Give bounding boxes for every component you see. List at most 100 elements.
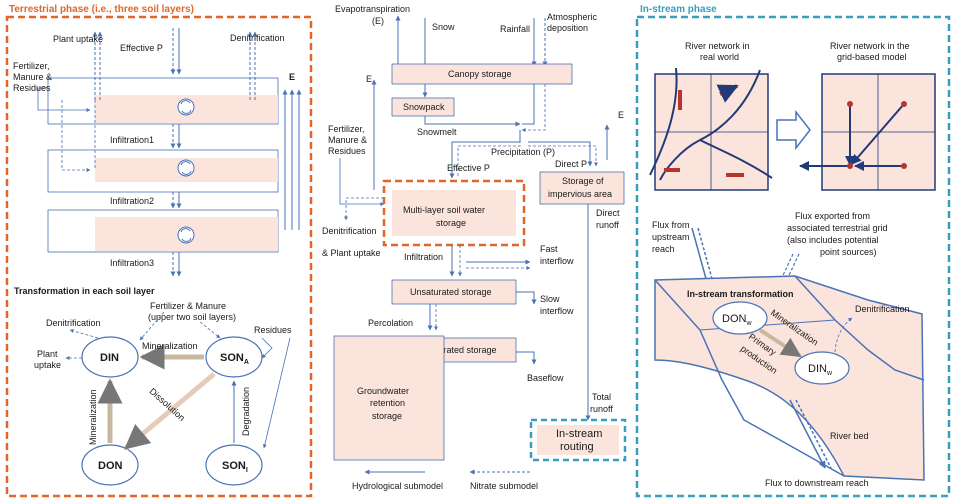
canopy-drip-line [522,84,535,125]
flux-upstream-label-2: upstream [652,232,690,242]
impervious-label-2: impervious area [548,189,612,199]
grid-node [901,101,907,107]
instream-title: In-stream phase [640,4,717,15]
instream-routing-box [537,425,619,455]
flux-exported-arrow [777,253,794,287]
multilayer-label-2: storage [436,218,466,228]
infiltration2-label: Infiltration2 [110,196,154,206]
evapotranspiration-label-2: (E) [372,16,384,26]
canopy-storage-box [391,63,573,85]
din-node [81,336,139,378]
mid-fertilizer-2: Manure & [328,135,367,145]
hydro-submodel-label: Hydrological submodel [352,481,443,491]
cycle-icon [177,226,195,244]
son-a-label: SONA [220,352,249,366]
canopy-drip-dashed [521,84,546,132]
snowmelt-arrow [424,116,521,127]
flux-exported-label-2: associated terrestrial grid [787,223,888,233]
din-w-label: DINw [808,363,833,377]
unsaturated-box [391,279,517,305]
multilayer-frame [382,179,526,247]
mineralization-instream-arrow [758,328,802,358]
flux-exported-dashed [783,253,800,287]
instream-transformation-label: In-stream transformation [687,289,794,299]
snowmelt-label: Snowmelt [417,127,457,137]
terrestrial-title: Terrestrial phase (i.e., three soil laye… [9,4,194,15]
don-w-node [712,301,768,335]
plant-uptake-label: Plant uptake [53,34,103,44]
fert-din-arrow [139,311,165,341]
terrestrial-panel: Terrestrial phase (i.e., three soil laye… [5,4,313,498]
groundwater-label-2: retention [370,398,405,408]
instream-frame [635,15,951,498]
mid-effective-p-label: Effective P [447,163,490,173]
flux-exported-label-1: Flux exported from [795,211,870,221]
fertilizer-label-1: Fertilizer, [13,61,50,71]
denit-uptake-arrow [344,197,384,221]
instream-routing-frame [529,418,627,462]
river-real-label-2: real world [700,52,739,62]
impervious-label-1: Storage of [562,176,604,186]
total-runoff-label-1: Total [592,392,611,402]
son-i-label: SONI [222,460,248,474]
river-real-label-1: River network in [685,41,750,51]
groundwater-box [333,335,445,461]
river-grid-label-1: River network in the [830,41,910,51]
fast-interflow-label-1: Fast [540,244,558,254]
transform-arrow-icon [776,109,811,151]
snowpack-label: Snowpack [403,102,445,112]
infiltration3-label: Infiltration3 [110,258,154,268]
fertilizer-label-2: Manure & [13,72,52,82]
don-w-label: DONw [722,313,752,327]
flux-downstream-arrow [789,399,826,469]
fertilizer-arrow [37,87,91,112]
baseflow-arrow [516,351,537,365]
nitrate-submodel-label: Nitrate submodel [470,481,538,491]
hydrology-panel: Evapotranspiration (E) Snow Rainfall Atm… [322,4,627,491]
real-arrow-1 [716,84,739,103]
terrestrial-frame [5,15,313,498]
e-label-2: E [618,110,624,120]
instream-denit-label: Denitrification [855,304,910,314]
percolation-label: Percolation [368,318,413,328]
precipitation-label: Precipitation (P) [491,147,555,157]
din-denit-arrow [69,329,99,339]
flux-upstream-arrow [691,227,710,287]
river-line-1 [649,67,678,176]
baseflow-label: Baseflow [527,373,564,383]
flux-exported-label-3: (also includes potential [787,235,879,245]
denit-uptake-label-1: Denitrification [322,226,377,236]
flux-downstream-label: Flux to downstream reach [765,478,869,488]
direct-runoff-label-2: runoff [596,220,619,230]
fert-manure-label-2: (upper two soil layers) [148,312,236,322]
channel-bank-2 [794,275,925,381]
fast-interflow-label-2: interflow [540,256,574,266]
atmospheric-label-1: Atmospheric [547,12,598,22]
plant-uptake-label-2b: uptake [34,360,61,370]
direct-runoff-label-1: Direct [596,208,620,218]
flux-upstream-label-1: Flux from [652,220,690,230]
instream-routing-label-1: In-stream [556,428,602,440]
slow-interflow-arrow [516,291,537,305]
dissolution-arrow [124,372,216,450]
grid-node [847,101,853,107]
atmospheric-label-2: deposition [547,23,588,33]
e-label-1: E [366,74,372,84]
fertilizer-arrow-2 [61,100,91,172]
snow-label: Snow [432,22,455,32]
degradation-label: Degradation [241,387,251,436]
flux-upstream-label-3: reach [652,244,675,254]
fert-manure-label-1: Fertilizer & Manure [150,301,226,311]
fert-son-arrow [199,321,221,339]
direct-p-dashed [528,145,598,167]
mid-fertilizer-1: Fertilizer, [328,124,365,134]
fertilizer-label-3: Residues [13,83,51,93]
instream-panel: In-stream phase River network in real wo… [635,4,951,498]
mid-fertilizer-arrow [339,158,385,206]
snowpack-box [391,97,455,117]
instream-routing-label-2: routing [560,441,594,453]
canopy-storage-label: Canopy storage [448,69,512,79]
flux-downstream-dashed [795,399,832,469]
grid-node [901,163,907,169]
